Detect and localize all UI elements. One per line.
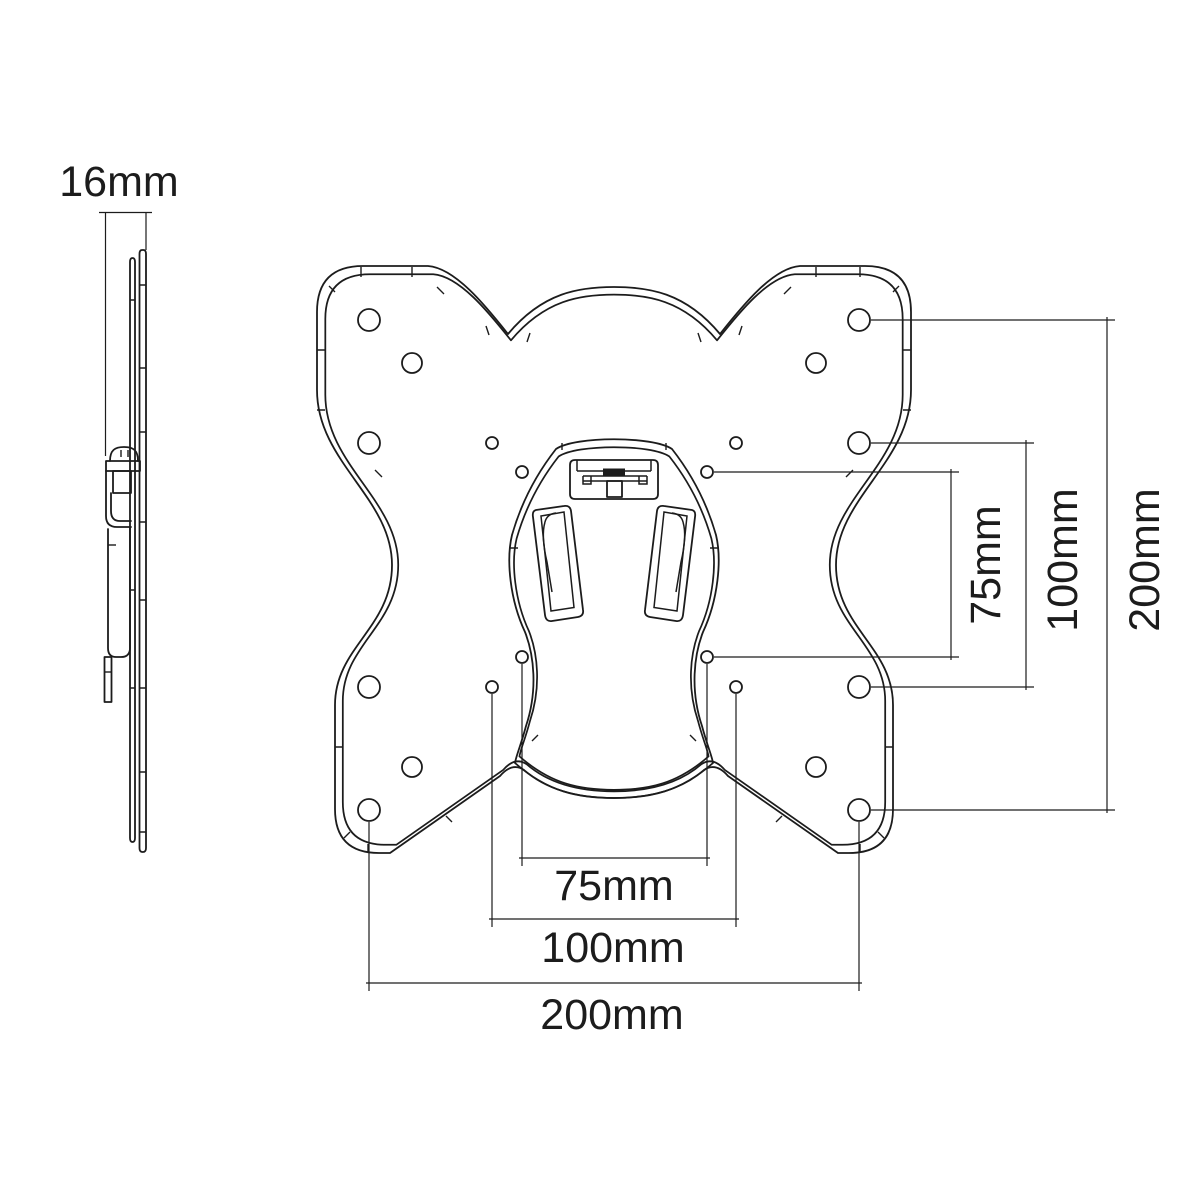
width-dimensions: 75mm 100mm 200mm (366, 664, 862, 1039)
latch-housing (569, 459, 659, 500)
mounting-holes (357, 308, 871, 822)
side-adapter-plate (138, 249, 147, 853)
side-depth-label: 16mm (59, 158, 178, 206)
latch-slider (603, 468, 625, 477)
side-latch-assembly (103, 446, 141, 703)
side-view: 16mm (59, 158, 179, 853)
width-dimension-200-label: 200mm (540, 991, 683, 1039)
hook-slot-left (531, 504, 585, 623)
rim-segment-ticks (317, 267, 911, 853)
width-dimension-100-label: 100mm (541, 924, 684, 972)
height-dimension-200-label: 200mm (1121, 488, 1169, 631)
hook-slot-right (643, 504, 697, 623)
butterfly-plate (316, 265, 912, 854)
height-dimensions: 75mm 100mm 200mm (714, 317, 1169, 813)
side-depth-dimension (99, 211, 152, 456)
height-dimension-75-label: 75mm (962, 505, 1010, 624)
wall-bracket-body (508, 438, 720, 799)
butterfly-plate-rim (324, 273, 904, 846)
height-dimension-100-label: 100mm (1039, 488, 1087, 631)
width-dimension-75-label: 75mm (554, 862, 673, 910)
latch-tongue (606, 480, 623, 498)
front-view: 75mm 100mm 200mm 75mm 100mm 200mm (316, 265, 1169, 1039)
